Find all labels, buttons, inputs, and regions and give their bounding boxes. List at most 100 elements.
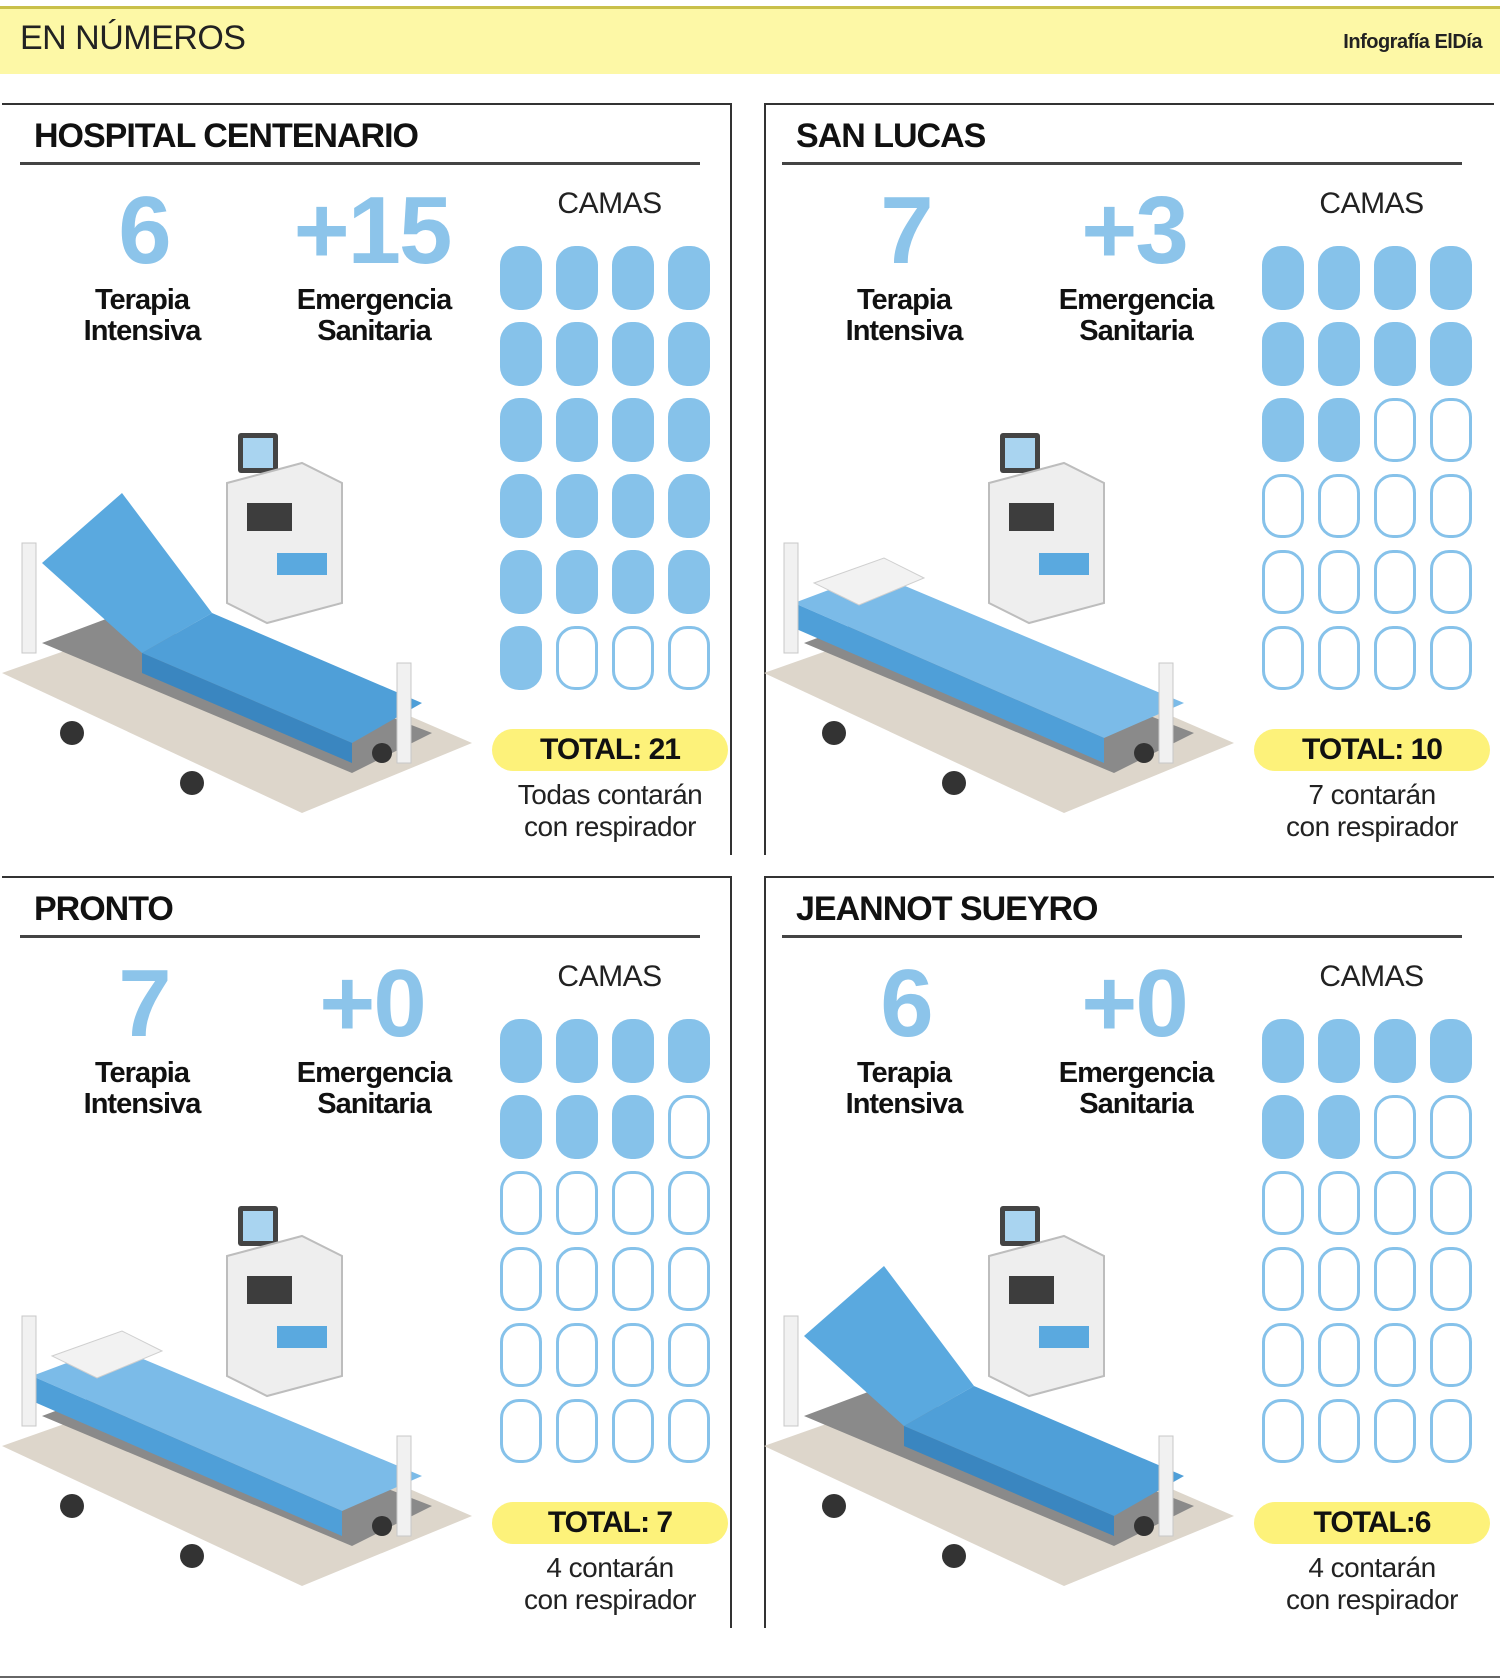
- bed-headboard: [783, 542, 799, 654]
- icu-count: 6: [880, 950, 933, 1057]
- bed-slot-filled: [500, 246, 542, 310]
- monitor-display: [243, 438, 273, 468]
- bed-slot-empty: [1374, 1247, 1416, 1311]
- icu-count: 7: [118, 950, 171, 1057]
- total-badge: TOTAL:6: [1254, 1502, 1490, 1544]
- bed-slot-filled: [668, 398, 710, 462]
- bed-slot-filled: [668, 474, 710, 538]
- bed-wheel: [180, 1544, 204, 1568]
- total-badge: TOTAL: 7: [492, 1502, 728, 1544]
- bed-wheel: [942, 1544, 966, 1568]
- bed-slot-empty: [612, 1247, 654, 1311]
- bed-slot-empty: [612, 1399, 654, 1463]
- note-line2: con respirador: [524, 811, 696, 842]
- bed-headboard: [21, 542, 37, 654]
- bed-wheel: [60, 1494, 84, 1518]
- note-line2: con respirador: [1286, 1584, 1458, 1615]
- bed-slot-empty: [556, 1171, 598, 1235]
- hospital-bed-illustration: [2, 433, 472, 813]
- note-line2: con respirador: [1286, 811, 1458, 842]
- bed-slot-empty: [556, 1323, 598, 1387]
- bed-slot-empty: [1374, 474, 1416, 538]
- icu-label-line1: Terapia: [94, 284, 190, 316]
- bed-slot-empty: [1430, 474, 1472, 538]
- bed-slot-empty: [1430, 1323, 1472, 1387]
- bed-slot-filled: [1318, 246, 1360, 310]
- bed-wheel: [1134, 743, 1154, 763]
- emergency-label-line1: Emergencia: [296, 284, 452, 316]
- emergency-label-line1: Emergencia: [296, 1057, 452, 1089]
- bed-slot-filled: [556, 1019, 598, 1083]
- bed-slot-empty: [1262, 550, 1304, 614]
- bed-slot-empty: [1430, 1095, 1472, 1159]
- note-line1: 4 contarán: [546, 1552, 674, 1583]
- bed-slot-empty: [612, 626, 654, 690]
- bed-slot-filled: [1318, 322, 1360, 386]
- emergency-label-line2: Sanitaria: [317, 1088, 431, 1120]
- bed-slot-empty: [1430, 550, 1472, 614]
- camas-title: CAMAS: [1319, 187, 1424, 220]
- bed-slot-filled: [612, 1019, 654, 1083]
- bed-slot-empty: [1318, 1399, 1360, 1463]
- mattress-top: [794, 573, 1184, 738]
- bed-slot-filled: [612, 398, 654, 462]
- ventilator-body: [988, 1234, 1105, 1398]
- bed-slot-filled: [1374, 322, 1416, 386]
- bed-slot-filled: [1430, 246, 1472, 310]
- bed-slot-filled: [1430, 322, 1472, 386]
- bed-slot-empty: [1318, 626, 1360, 690]
- bed-slot-filled: [1318, 1019, 1360, 1083]
- bed-slot-empty: [612, 1323, 654, 1387]
- bed-slot-empty: [1374, 398, 1416, 462]
- icu-label-line2: Intensiva: [845, 1088, 964, 1120]
- ventilator-lower-panel: [1039, 553, 1089, 575]
- bed-slot-empty: [1430, 398, 1472, 462]
- icu-count: 7: [880, 177, 933, 284]
- bed-slot-filled: [1374, 246, 1416, 310]
- bed-slot-empty: [556, 626, 598, 690]
- icu-label-line1: Terapia: [94, 1057, 190, 1089]
- mattress-side: [794, 603, 1104, 763]
- monitor-display: [1005, 1211, 1035, 1241]
- monitor-display: [1005, 438, 1035, 468]
- bed-slot-empty: [1262, 1323, 1304, 1387]
- mattress-backrest: [42, 493, 212, 653]
- emergency-count: +0: [319, 950, 426, 1057]
- bed-slot-filled: [556, 1095, 598, 1159]
- bed-slot-empty: [1374, 1095, 1416, 1159]
- bed-slot-empty: [556, 1399, 598, 1463]
- bed-slot-empty: [1262, 474, 1304, 538]
- mattress-side: [32, 1376, 342, 1536]
- mattress-top: [32, 1346, 422, 1511]
- panel-frame: [764, 103, 1494, 855]
- bed-wheel: [372, 743, 392, 763]
- bed-slot-empty: [1262, 626, 1304, 690]
- title-divider: [20, 162, 700, 165]
- hospital-bed-illustration: [764, 433, 1234, 813]
- bed-slot-empty: [1430, 1247, 1472, 1311]
- bed-footboard: [396, 1435, 412, 1537]
- bed-wheel: [1134, 1516, 1154, 1536]
- bed-wheel: [180, 771, 204, 795]
- icu-label-line1: Terapia: [856, 284, 952, 316]
- mattress-seat: [142, 613, 422, 743]
- bed-slot-filled: [668, 550, 710, 614]
- icu-count: 6: [118, 177, 171, 284]
- bed-slot-empty: [1318, 1323, 1360, 1387]
- bed-slot-filled: [556, 550, 598, 614]
- bed-slot-filled: [1262, 1095, 1304, 1159]
- bed-slot-empty: [1430, 626, 1472, 690]
- bed-slot-filled: [1262, 398, 1304, 462]
- mattress-side: [142, 653, 352, 763]
- emergency-label-line1: Emergencia: [1058, 1057, 1214, 1089]
- bed-slot-empty: [500, 1171, 542, 1235]
- camas-title: CAMAS: [557, 960, 662, 993]
- bed-wheel: [822, 1494, 846, 1518]
